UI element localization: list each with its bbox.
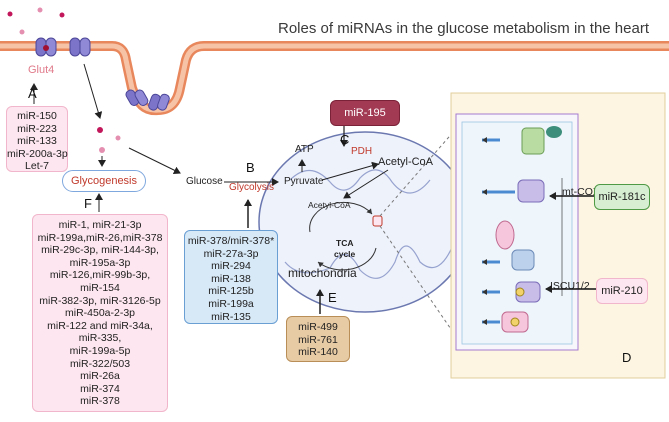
- mirna-box-181c: miR-181c: [594, 184, 650, 210]
- tca-label: TCA: [336, 238, 354, 248]
- glycogenesis-node: Glycogenesis: [62, 170, 146, 192]
- mirna-box-210: miR-210: [596, 278, 648, 304]
- cell-membrane: [0, 41, 669, 116]
- glut4-label: Glut4: [28, 64, 55, 76]
- panel-letter-b: B: [246, 160, 255, 175]
- glut4-transporter-1: [35, 37, 57, 57]
- panel-letter-d: D: [622, 350, 632, 365]
- glut4-transporter-vesicle-1: [125, 89, 149, 106]
- glut4-transporter-vesicle-2: [148, 93, 170, 111]
- pdh-label: PDH: [351, 146, 373, 157]
- acetyl-coa-inner-label: Acetyl-CoA: [308, 200, 351, 210]
- panel-letter-a: A: [28, 86, 37, 101]
- zoom-lines: [379, 129, 456, 336]
- panel-letter-f: F: [84, 196, 92, 211]
- glycolysis-label: Glycolysis: [229, 182, 275, 193]
- glut4-transporter-2: [69, 37, 91, 57]
- pathway-arrows: [30, 63, 389, 314]
- diagram-title: Roles of miRNAs in the glucose metabolis…: [278, 20, 650, 37]
- mirna-box-c: miR-195: [330, 100, 400, 126]
- mitochondria-label: mitochondria: [288, 266, 357, 280]
- panel-letter-e: E: [328, 290, 337, 305]
- glucose-molecules: [7, 7, 121, 153]
- panel-d: [450, 92, 666, 379]
- cycle-label: cycle: [334, 249, 356, 259]
- acetyl-coa-label: Acetyl-CoA: [378, 156, 434, 168]
- glucose-label: Glucose: [186, 176, 223, 187]
- panel-letter-c: C: [340, 132, 350, 147]
- iscu-label: ISCU1/2: [550, 280, 590, 292]
- atp-label: ATP: [295, 144, 314, 155]
- mitochondrion: [258, 131, 472, 313]
- tca-cycle-arrows: [309, 201, 377, 271]
- pyruvate-label: Pyruvate: [284, 176, 324, 187]
